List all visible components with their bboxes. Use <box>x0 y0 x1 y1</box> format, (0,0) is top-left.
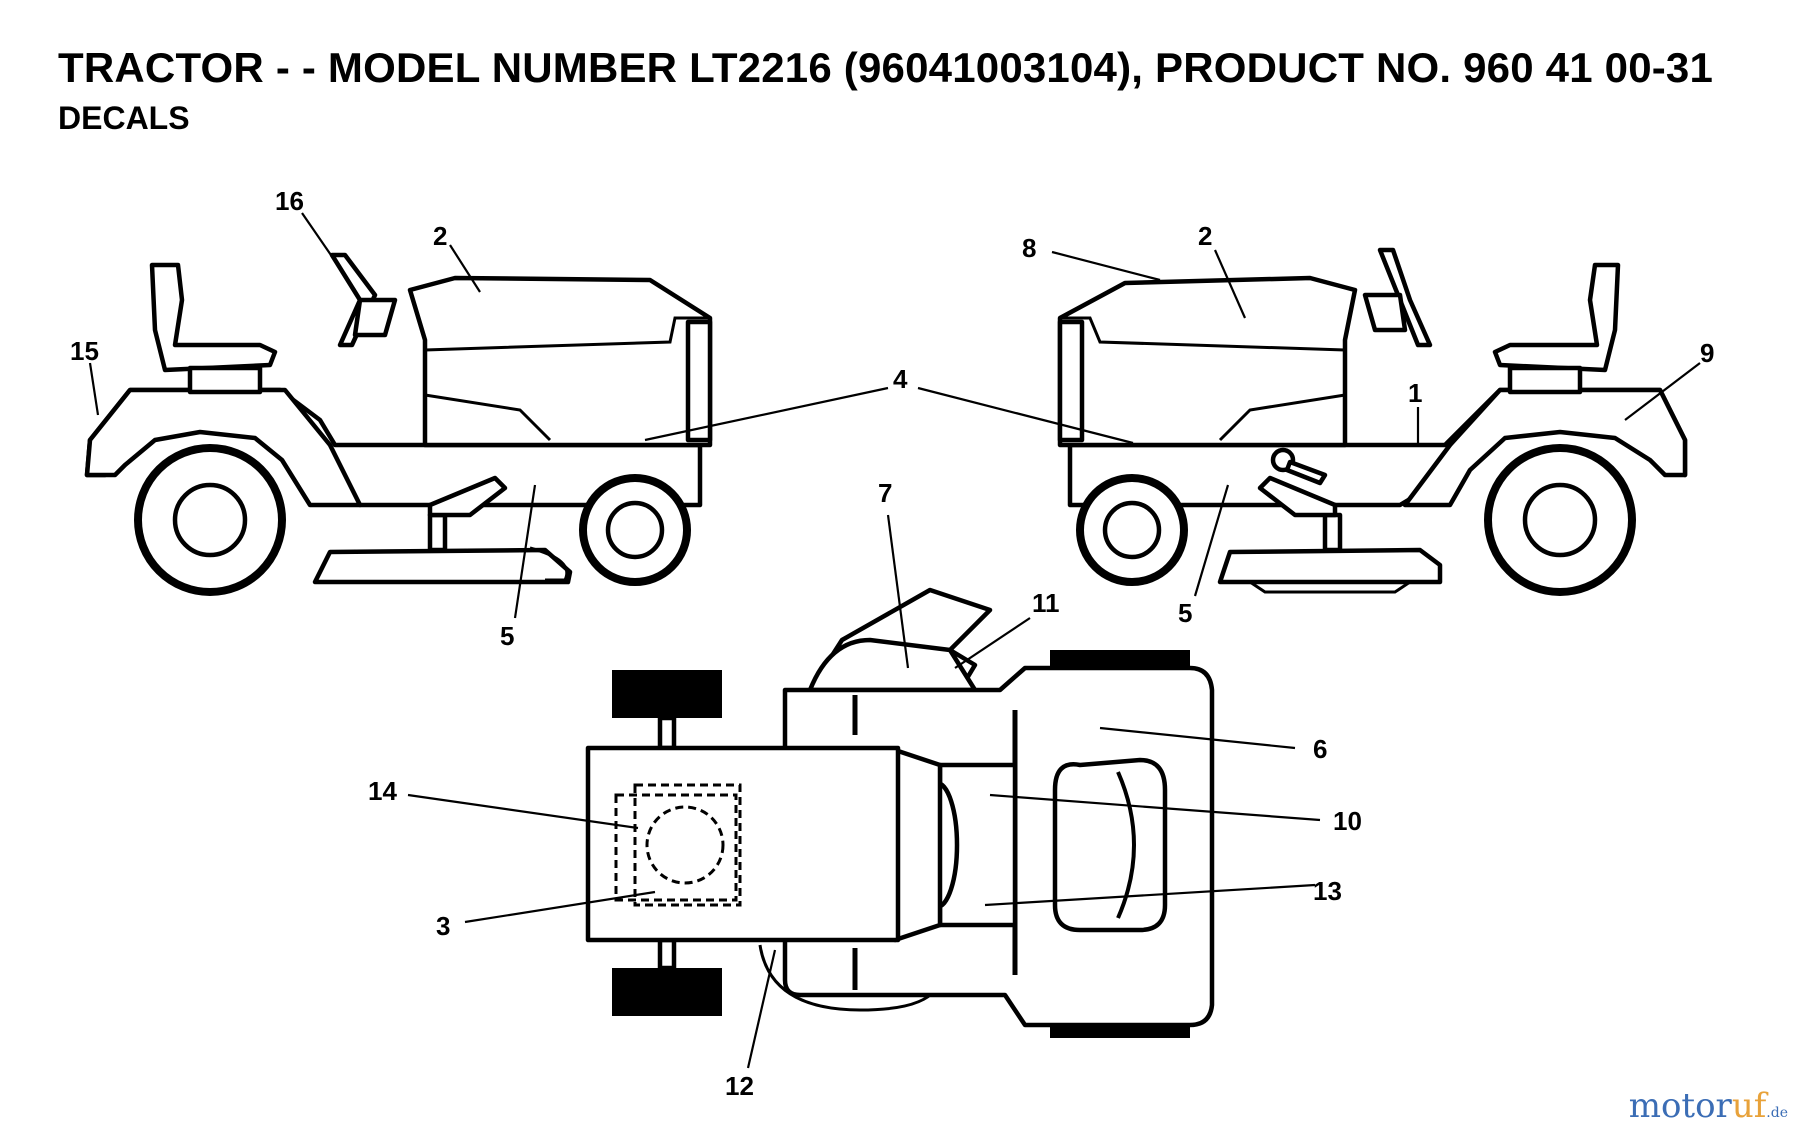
callout-9: 9 <box>1700 338 1714 368</box>
hood-side-left <box>424 316 710 352</box>
watermark-part-a: motor <box>1628 1086 1732 1126</box>
leader-7 <box>886 514 910 669</box>
deck-chute-left <box>529 546 569 582</box>
mower-deck-right <box>1217 547 1443 585</box>
callout-16: 16 <box>275 186 304 216</box>
leader-6 <box>1099 726 1296 750</box>
lever-right <box>1284 459 1328 486</box>
footrest-right <box>1257 475 1338 518</box>
callout-5a: 5 <box>500 621 514 651</box>
leader-3 <box>464 890 656 924</box>
callout-5b: 5 <box>1178 598 1192 628</box>
callout-7: 7 <box>878 478 892 508</box>
seat-base-right <box>1507 365 1583 395</box>
steering-column-right <box>1362 292 1408 333</box>
watermark-logo: motoruf.de <box>1629 1086 1788 1126</box>
seat-top <box>1052 757 1168 933</box>
mower-deck-left <box>312 547 573 585</box>
seat-back-top <box>1116 771 1136 919</box>
leader-5a <box>513 484 537 619</box>
fender-right <box>1402 387 1688 508</box>
callout-15: 15 <box>70 336 99 366</box>
hood-top <box>585 745 901 943</box>
callout-11: 11 <box>1032 588 1060 618</box>
seat-back-right <box>1492 262 1621 373</box>
leader-9 <box>1624 362 1701 421</box>
tractor-right-side-view <box>1057 247 1688 596</box>
deck-support-left <box>427 512 448 553</box>
front-wheel-hub-left <box>605 500 665 560</box>
headlight-panel-left <box>685 319 713 443</box>
discharge-curve-top <box>758 944 937 1012</box>
seat-base-left <box>187 365 263 395</box>
rear-wheel-hub-right <box>1522 482 1598 558</box>
fuel-decal-area-a <box>614 793 738 902</box>
rear-wheel-top-a <box>1050 650 1190 668</box>
callout-2a: 2 <box>433 221 447 251</box>
hood-left <box>407 275 713 448</box>
front-axle-stub-a <box>657 715 677 751</box>
tractor-top-view <box>585 587 1215 1038</box>
footrest-left <box>427 475 508 518</box>
leader-16 <box>301 212 356 291</box>
callout-3: 3 <box>436 911 450 941</box>
hood-side-right <box>1060 316 1346 352</box>
leader-8 <box>1051 250 1161 282</box>
callout-14: 14 <box>368 776 397 806</box>
watermark-part-b: uf <box>1731 1086 1767 1126</box>
seat-back-left <box>149 262 278 373</box>
leader-13 <box>984 883 1316 907</box>
leader-10 <box>989 793 1321 822</box>
hood-grille-line-left <box>424 393 552 442</box>
front-wheel-hub-right <box>1102 500 1162 560</box>
hood-grille-line-right <box>1218 393 1346 442</box>
callout-4: 4 <box>893 364 908 394</box>
hood-right <box>1057 275 1358 448</box>
page-title: TRACTOR - - MODEL NUMBER LT2216 (9604100… <box>58 44 1714 91</box>
callout-8: 8 <box>1022 233 1036 263</box>
leader-lines <box>88 212 1701 1069</box>
fender-left <box>84 387 363 508</box>
front-wheel-top-a <box>612 670 722 718</box>
headlight-panel-right <box>1057 319 1085 443</box>
leader-2a <box>449 244 481 293</box>
page-subtitle: DECALS <box>58 100 190 136</box>
dash-taper-top <box>892 747 943 943</box>
steering-column-left <box>352 297 398 338</box>
deck-chute-right <box>1249 580 1411 594</box>
callout-13: 13 <box>1313 876 1342 906</box>
chute-guard-top <box>807 637 978 693</box>
steering-wheel-right <box>1377 247 1433 348</box>
callout-numbers: 16 2 15 4 5 8 2 9 1 5 7 11 6 10 13 14 3 … <box>70 186 1714 1101</box>
leader-5b <box>1193 484 1230 597</box>
leader-14 <box>407 793 639 830</box>
rear-wheel-hub-left <box>172 482 248 558</box>
callout-12: 12 <box>725 1071 754 1101</box>
callout-1: 1 <box>1408 378 1422 408</box>
leader-4b <box>917 386 1134 445</box>
callout-6: 6 <box>1313 734 1327 764</box>
callout-10: 10 <box>1333 806 1362 836</box>
leader-2b <box>1213 249 1247 319</box>
leader-4a <box>644 386 889 442</box>
fuel-cap-top <box>645 805 725 885</box>
front-axle-stub-b <box>657 937 677 971</box>
leader-15 <box>88 362 100 416</box>
leader-11 <box>954 617 1031 669</box>
leader-12 <box>746 949 777 1069</box>
callout-2b: 2 <box>1198 221 1212 251</box>
watermark-part-c: .de <box>1766 1105 1788 1121</box>
front-wheel-top-b <box>612 968 722 1016</box>
tractor-left-side-view <box>84 252 713 596</box>
fuel-decal-area-b <box>633 783 742 907</box>
deck-support-right <box>1322 512 1343 553</box>
